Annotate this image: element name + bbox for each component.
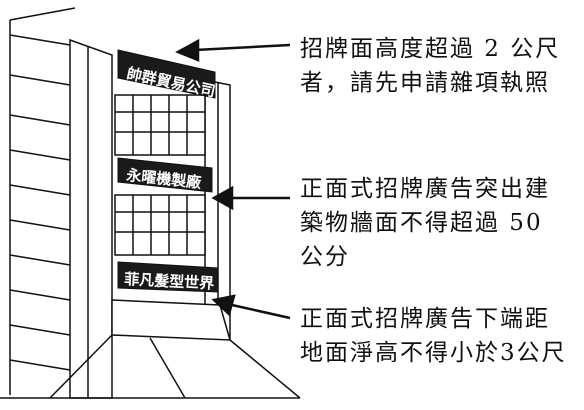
annotation-permit-requirement: 招牌面高度超過 2 公尺 者，請先申請雜項執照 [300, 36, 561, 96]
arrow-2 [211, 185, 290, 211]
sign-top: 帥群貿易公司 [117, 49, 217, 101]
arrow-3 [211, 294, 291, 320]
building-illustration [0, 7, 301, 399]
main-building [0, 38, 301, 399]
arrows [175, 38, 291, 320]
lower-window-grid [114, 194, 206, 256]
sign-middle: 永曜機製廠 [117, 157, 213, 193]
annotation-projection-limit: 正面式招牌廣告突出建 築物牆面不得超過 50 公分 [300, 176, 550, 270]
upper-window-grid [114, 94, 206, 156]
left-neighbor-building [9, 7, 76, 395]
sign-bottom: 菲凡髮型世界 [117, 261, 219, 293]
arrow-1 [175, 38, 291, 62]
sign-bottom-text: 菲凡髮型世界 [124, 270, 215, 293]
annotation-clearance-height: 正面式招牌廣告下端距 地面淨高不得小於3公尺 [300, 306, 567, 366]
